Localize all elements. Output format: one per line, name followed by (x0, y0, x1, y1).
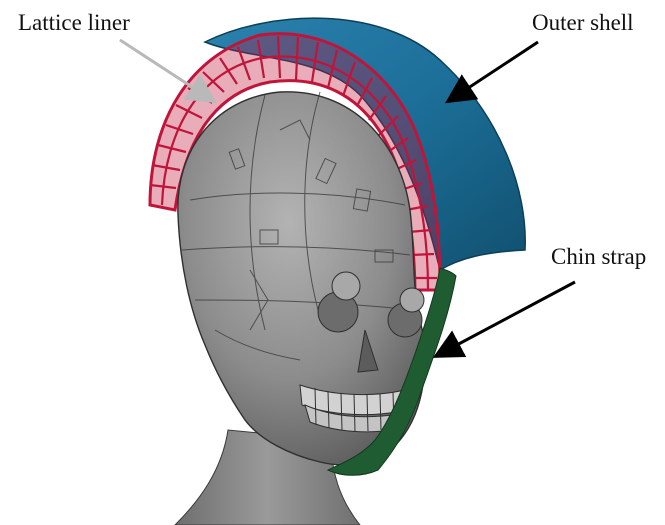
label-outer-shell: Outer shell (532, 10, 634, 36)
arrow-icon (438, 282, 575, 355)
label-chin-strap: Chin strap (551, 244, 646, 270)
arrow-icon (450, 42, 538, 100)
label-lattice-liner: Lattice liner (18, 10, 130, 36)
